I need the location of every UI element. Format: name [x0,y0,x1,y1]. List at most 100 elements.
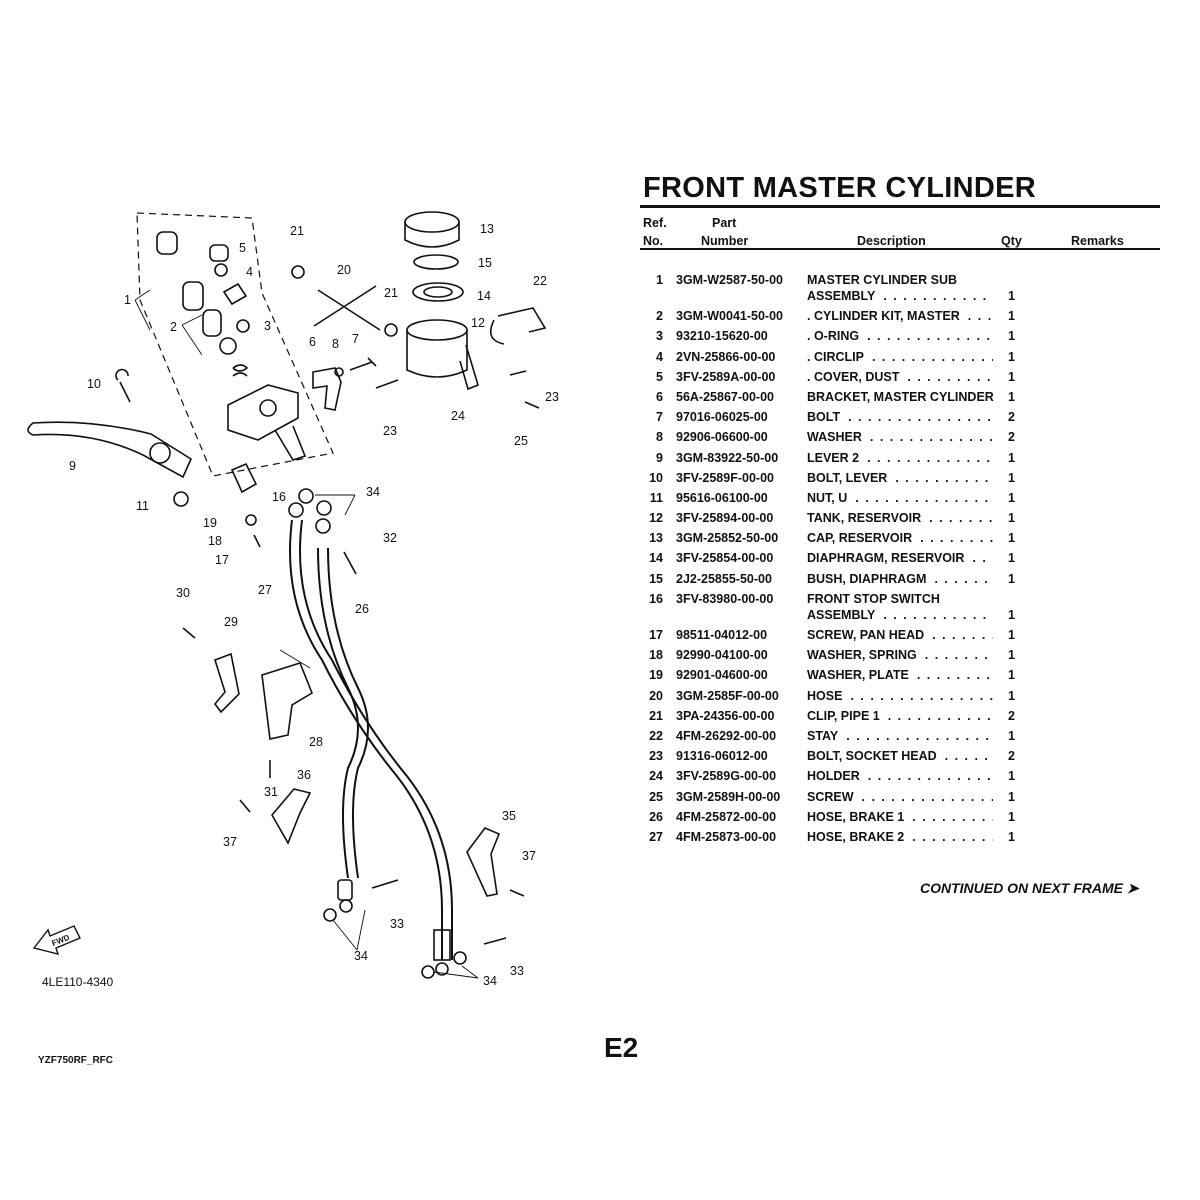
quantity: 1 [1008,329,1015,344]
description: CAP, RESERVOIR [807,531,913,546]
dot-leader [917,667,993,683]
ref-number: 15 [649,571,663,586]
ref-number: 16 [649,591,663,606]
callout: 23 [383,424,397,438]
callout: 15 [478,256,492,270]
dot-leader [895,470,993,486]
dot-leader [934,571,993,587]
dot-leader [968,308,993,324]
ref-number: 11 [649,490,663,505]
part-number: 97016-06025-00 [676,410,768,425]
part-number: 3GM-2585F-00-00 [676,688,779,703]
part-number: 2VN-25866-00-00 [676,349,776,364]
description: . O-RING [807,329,860,344]
ref-number: 17 [649,628,663,642]
callout: 31 [264,785,278,799]
quantity: 1 [1008,289,1015,303]
callout: 14 [477,289,491,303]
callout: 13 [480,222,494,236]
description: WASHER [807,430,862,445]
callout: 4 [246,265,253,279]
callout: 12 [471,316,485,330]
callout: 20 [337,263,351,277]
ref-number: 21 [649,708,663,723]
quantity: 2 [1008,708,1015,723]
header-ref-line1: Ref. [643,216,667,230]
ref-number: 7 [656,410,663,425]
quantity: 1 [1008,809,1015,824]
ref-number: 6 [656,389,663,404]
description: BUSH, DIAPHRAGM [807,571,927,586]
continued-link[interactable]: CONTINUED ON NEXT FRAME ➤ [920,880,1139,896]
part-number: 3GM-83922-50-00 [676,450,779,465]
exploded-parts-diagram: 1 2 3 4 5 6 7 8 9 10 11 12 13 14 15 16 1… [27,211,559,988]
page-title: FRONT MASTER CYLINDER [643,172,1036,204]
callout: 37 [522,849,536,863]
quantity: 1 [1008,769,1015,784]
description: DIAPHRAGM, RESERVOIR [807,551,965,566]
callout: 26 [355,602,369,616]
quantity: 1 [1008,607,1015,622]
ref-number: 5 [656,369,663,384]
callout: 21 [290,224,304,238]
quantity: 2 [1008,430,1015,445]
quantity: 1 [1008,628,1015,642]
description: . COVER, DUST [807,369,900,384]
description: MASTER CYLINDER SUB [807,273,958,287]
description: BOLT [807,410,841,425]
description: STAY [807,728,839,743]
part-number: 3GM-2589H-00-00 [676,789,781,804]
dot-leader [870,429,993,445]
header-remarks: Remarks [1071,234,1124,248]
description: FRONT STOP SWITCH [807,591,940,606]
part-number: 98511-04012-00 [676,628,768,642]
ref-number: 20 [649,688,663,703]
model-code: YZF750RF_RFC [38,1055,114,1066]
callout: 36 [297,768,311,782]
dot-leader [972,550,993,566]
quantity: 1 [1008,648,1015,663]
quantity: 1 [1008,309,1015,324]
part-number: 2J2-25855-50-00 [676,571,772,586]
ref-number: 23 [649,749,663,764]
header-ref-line2: No. [643,234,664,248]
quantity: 1 [1008,511,1015,526]
dot-leader [867,328,993,344]
quantity: 1 [1008,470,1015,485]
quantity: 1 [1008,369,1015,384]
dot-leader [912,829,993,845]
quantity: 2 [1008,410,1015,425]
callout: 11 [136,499,149,513]
callout: 3 [264,319,271,333]
callout: 16 [272,490,286,504]
ref-number: 2 [656,309,663,324]
dot-leader [883,288,993,304]
description: CLIP, PIPE 1 [807,708,880,723]
part-number: 92901-04600-00 [676,668,768,683]
dot-leader [888,708,993,724]
quantity: 1 [1008,829,1015,844]
callout: 21 [384,286,398,300]
dot-leader [867,450,993,466]
description: HOSE, BRAKE 2 [807,829,905,844]
quantity: 1 [1008,688,1015,703]
callout: 33 [510,964,524,978]
ref-number: 1 [656,273,663,287]
diagram-code: 4LE110-4340 [42,975,114,989]
table-row: 6 56A-25867-00-00 BRACKET, MASTER CYLINDER… [640,389,1160,405]
description: BRACKET, MASTER CYLINDER [807,389,994,404]
callout: 5 [239,241,246,255]
quantity: 1 [1008,571,1015,586]
part-number: 3FV-25894-00-00 [676,511,774,526]
part-number: 56A-25867-00-00 [676,389,774,404]
part-number: 3GM-W2587-50-00 [676,273,783,287]
description: TANK, RESERVOIR [807,511,922,526]
